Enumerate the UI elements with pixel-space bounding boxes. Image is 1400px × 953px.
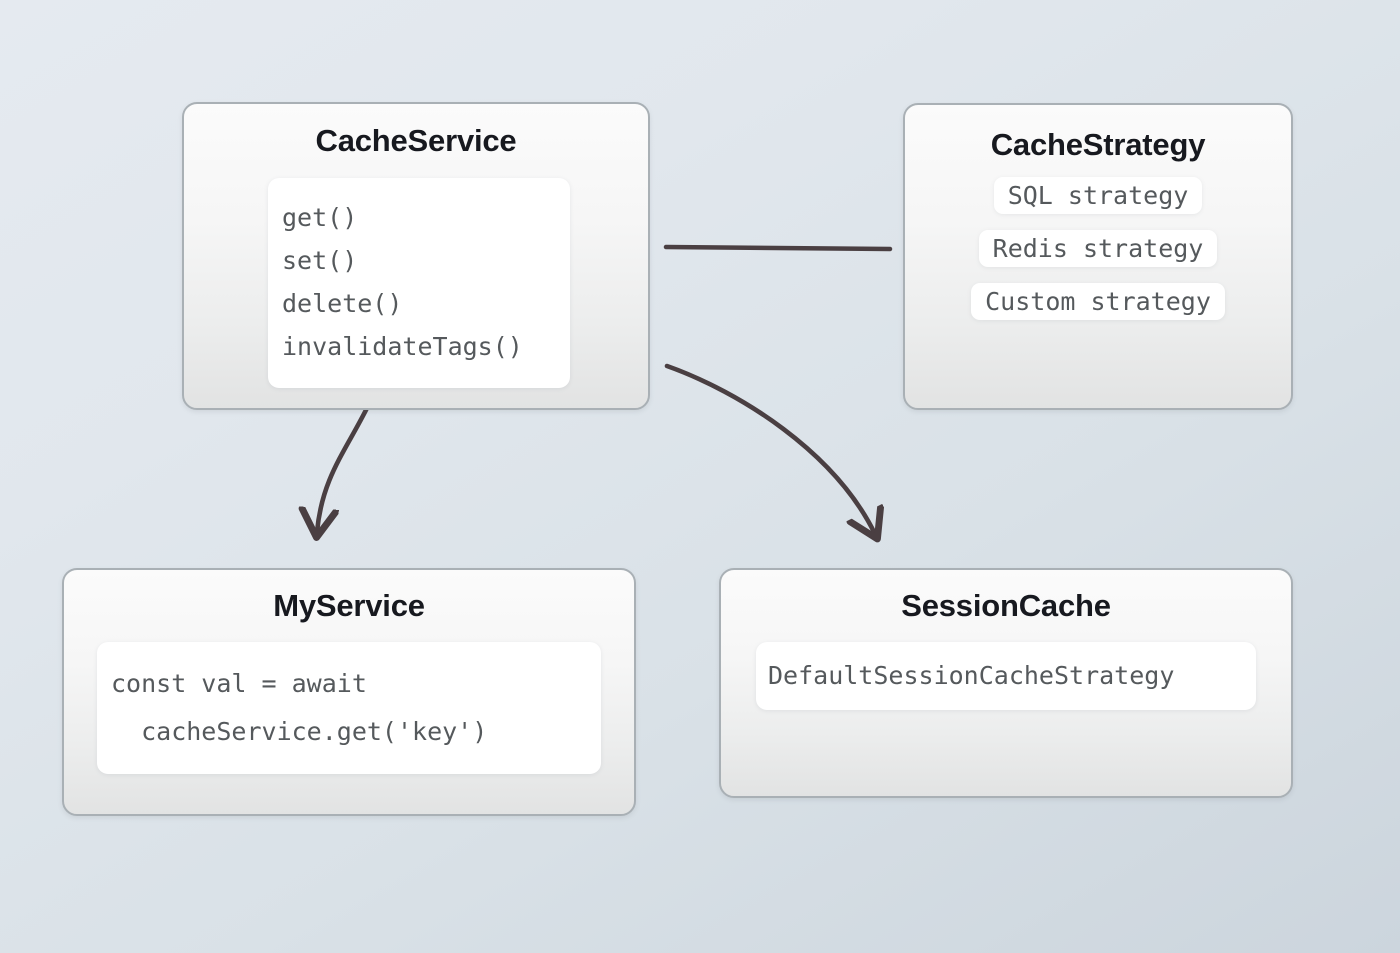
- strategy-option-redis[interactable]: Redis strategy: [978, 230, 1218, 267]
- code-line-2: cacheService.get('key'): [111, 717, 488, 746]
- node-session-cache[interactable]: SessionCache DefaultSessionCacheStrategy: [719, 568, 1293, 798]
- edge-cacheservice-cachestrategy: [663, 244, 893, 252]
- method-set: set(): [282, 246, 358, 275]
- default-session-cache-strategy-label: DefaultSessionCacheStrategy: [768, 661, 1175, 690]
- edge-cacheservice-myservice: [317, 405, 370, 532]
- code-line-1: const val = await: [111, 669, 367, 698]
- my-service-code-block: const val = await cacheService.get('key'…: [97, 642, 601, 774]
- node-cache-strategy[interactable]: CacheStrategy SQL strategy Redis strateg…: [903, 103, 1293, 410]
- edge-cacheservice-sessioncache: [664, 363, 875, 534]
- method-delete: delete(): [282, 289, 403, 318]
- cache-service-method-list: get() set() delete() invalidateTags(): [268, 178, 570, 388]
- method-get: get(): [282, 203, 358, 232]
- cache-strategy-option-list: SQL strategy Redis strategy Custom strat…: [905, 177, 1291, 320]
- strategy-option-sql[interactable]: SQL strategy: [993, 177, 1203, 214]
- node-title-cache-service: CacheService: [315, 123, 517, 158]
- node-title-my-service: MyService: [273, 588, 425, 623]
- strategy-option-custom[interactable]: Custom strategy: [971, 283, 1225, 320]
- node-cache-service[interactable]: CacheService get() set() delete() invali…: [182, 102, 650, 410]
- node-title-session-cache: SessionCache: [901, 588, 1111, 623]
- method-invalidate-tags: invalidateTags(): [282, 332, 523, 361]
- node-title-cache-strategy: CacheStrategy: [990, 127, 1206, 162]
- node-my-service[interactable]: MyService const val = await cacheService…: [62, 568, 636, 816]
- session-cache-code-block: DefaultSessionCacheStrategy: [756, 642, 1256, 710]
